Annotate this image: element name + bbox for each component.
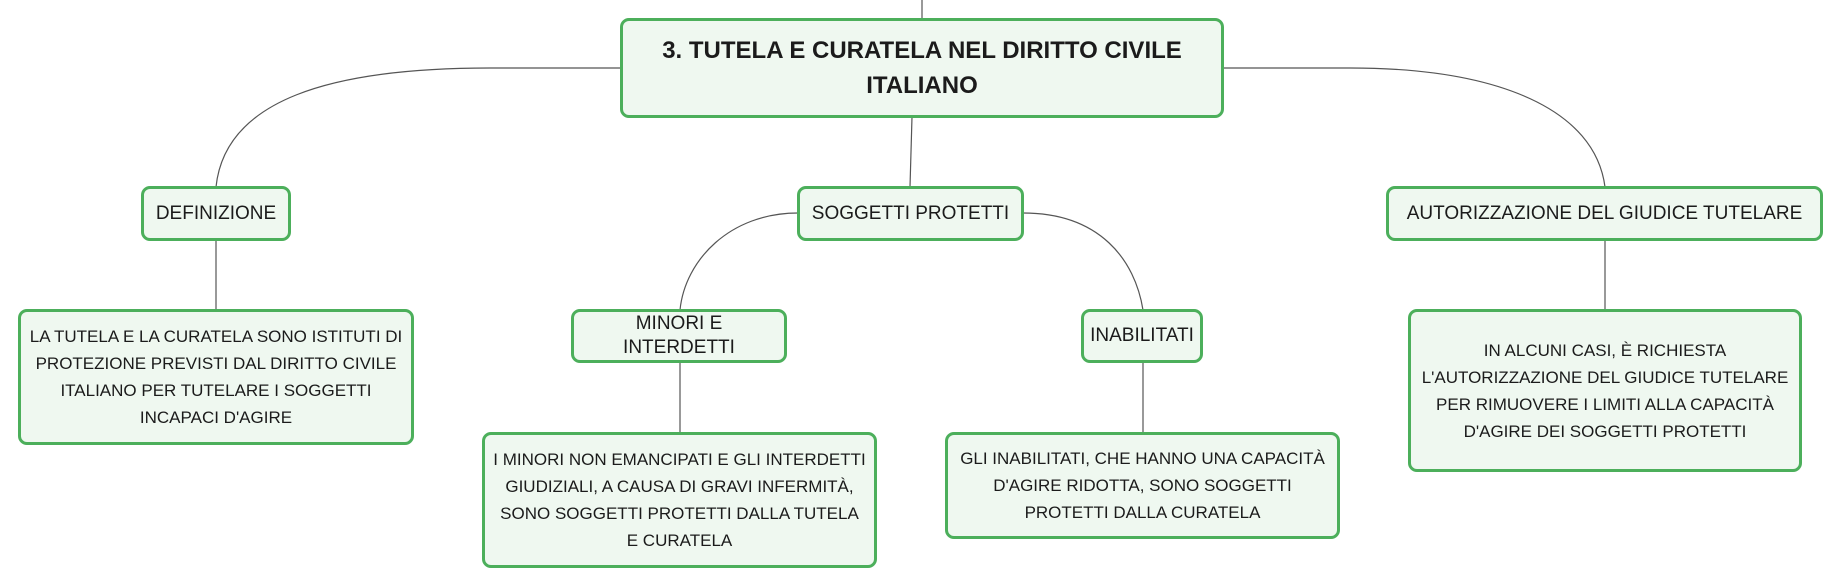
inabilitati-label: INABILITATI (1090, 325, 1194, 346)
topic-inabilitati[interactable]: INABILITATI (1081, 309, 1203, 363)
minori-label: MINORI E INTERDETTI (623, 313, 735, 358)
minori-text: I MINORI NON EMANCIPATI E GLI INTERDETTI… (493, 450, 866, 550)
topic-autorizzazione[interactable]: AUTORIZZAZIONE DEL GIUDICE TUTELARE (1386, 186, 1823, 241)
root-topic[interactable]: 3. TUTELA E CURATELA NEL DIRITTO CIVILE … (620, 18, 1224, 118)
autorizzazione-text-box[interactable]: IN ALCUNI CASI, È RICHIESTA L'AUTORIZZAZ… (1408, 309, 1802, 472)
minori-text-box[interactable]: I MINORI NON EMANCIPATI E GLI INTERDETTI… (482, 432, 877, 568)
topic-definizione[interactable]: DEFINIZIONE (141, 186, 291, 241)
link-soggetti-inabilitati (1022, 212, 1144, 311)
soggetti-label: SOGGETTI PROTETTI (811, 202, 1010, 224)
autorizzazione-text: IN ALCUNI CASI, È RICHIESTA L'AUTORIZZAZ… (1421, 340, 1789, 441)
link-soggetti-minori (679, 212, 799, 311)
topic-soggetti-protetti[interactable]: SOGGETTI PROTETTI (797, 186, 1024, 241)
link-root-definizione (215, 67, 622, 188)
definizione-label: DEFINIZIONE (155, 202, 277, 224)
definizione-text: LA TUTELA E LA CURATELA SONO ISTITUTI DI… (29, 327, 403, 427)
definizione-text-box[interactable]: LA TUTELA E LA CURATELA SONO ISTITUTI DI… (18, 309, 414, 445)
link-root-soggetti (909, 116, 913, 188)
autorizzazione-label: AUTORIZZAZIONE DEL GIUDICE TUTELARE (1406, 202, 1803, 224)
link-root-autorizzazione (1223, 67, 1606, 188)
inabilitati-text: GLI INABILITATI, CHE HANNO UNA CAPACITÀ … (960, 449, 1325, 522)
root-title: 3. TUTELA E CURATELA NEL DIRITTO CIVILE … (662, 37, 1182, 99)
inabilitati-text-box[interactable]: GLI INABILITATI, CHE HANNO UNA CAPACITÀ … (945, 432, 1340, 539)
topic-minori-interdetti[interactable]: MINORI E INTERDETTI (571, 309, 787, 363)
